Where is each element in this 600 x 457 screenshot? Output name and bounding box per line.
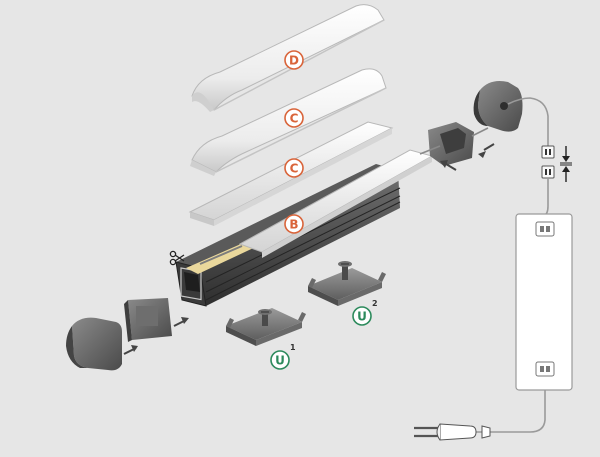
connector-male — [541, 145, 555, 159]
label-c-top: C — [290, 112, 299, 126]
led-cable — [507, 97, 549, 146]
flat-cover-c: C — [188, 121, 394, 226]
led-driver — [515, 213, 573, 391]
arrow-icon — [478, 143, 495, 158]
label-d: D — [289, 54, 299, 68]
aluminium-profile: B — [175, 149, 434, 307]
label-u1-index: 1 — [290, 343, 296, 352]
end-cap-open — [124, 298, 172, 342]
semi-round-cover-c: C — [190, 68, 387, 176]
arrow-icon — [123, 345, 138, 355]
connect-arrows-icon — [560, 146, 572, 182]
feed-through-cap — [428, 122, 474, 166]
label-b: B — [289, 218, 298, 232]
mounting-clip-u2: U 2 — [308, 261, 386, 326]
label-u2: U — [357, 310, 367, 324]
label-u2-index: 2 — [372, 299, 378, 308]
connector-female — [541, 165, 555, 179]
label-u1: U — [275, 354, 285, 368]
plug-icon — [414, 423, 491, 441]
screw-icon — [338, 261, 352, 280]
mounting-clip-u1: U 1 — [226, 308, 306, 370]
arrow-icon — [440, 160, 457, 171]
round-cover-d: D — [191, 4, 385, 112]
driver-cable — [543, 178, 549, 217]
mains-cable — [476, 390, 546, 433]
scissors-icon — [169, 250, 185, 266]
arrow-icon — [173, 317, 189, 327]
label-c-mid: C — [290, 162, 299, 176]
screw-icon — [258, 309, 272, 326]
end-cap-closed — [66, 317, 122, 371]
end-cap-with-cable — [473, 81, 523, 132]
